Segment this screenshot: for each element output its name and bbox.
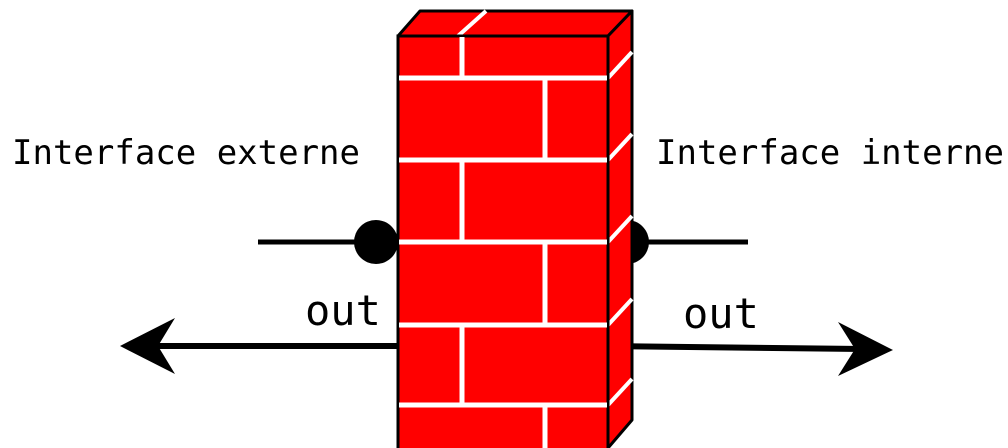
out-label-left: out [305, 286, 381, 335]
out-label-right: out [683, 289, 759, 338]
arrow-right-icon [605, 322, 893, 376]
external-interface-label: Interface externe [12, 133, 360, 173]
arrow-left-icon [120, 318, 400, 374]
brick-wall-icon [396, 9, 634, 448]
internal-interface-label: Interface interne [656, 133, 1004, 173]
external-interface-endpoint [354, 220, 398, 264]
